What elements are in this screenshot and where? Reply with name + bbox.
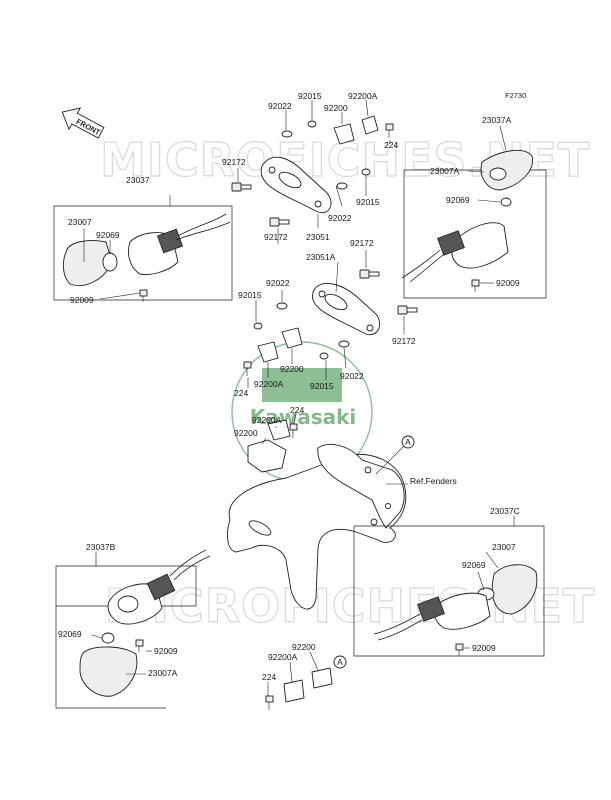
label-23007a-b: 23007A bbox=[148, 668, 178, 678]
label-92200-b: 92200 bbox=[280, 364, 304, 374]
label-23007-a: 23007 bbox=[68, 217, 92, 227]
clip-92200a-d bbox=[283, 679, 305, 703]
label-224-b: 224 bbox=[234, 388, 248, 398]
watermark-layer: MICROFICHES.NET MICROFICHES.NET bbox=[99, 132, 594, 633]
label-92172-b: 92172 bbox=[264, 232, 288, 242]
kawasaki-logo: Kawasaki bbox=[231, 341, 373, 483]
label-92022-a: 92022 bbox=[268, 101, 292, 111]
figure-code: F2730 bbox=[505, 91, 526, 100]
bolt-92172-a bbox=[231, 182, 252, 192]
screw-92009-b bbox=[471, 279, 480, 292]
nut-92015-b bbox=[361, 168, 371, 176]
screw-92009-c bbox=[455, 643, 464, 656]
washer-92022-c bbox=[276, 302, 288, 310]
clip-92200a-c bbox=[267, 419, 291, 441]
label-92200a-d: 92200A bbox=[268, 652, 298, 662]
lamp-23037c bbox=[373, 564, 538, 641]
label-92172-c: 92172 bbox=[350, 238, 374, 248]
clip-92200a-a bbox=[361, 115, 379, 135]
bracket-23051 bbox=[260, 156, 332, 214]
label-92172-a: 92172 bbox=[222, 157, 246, 167]
label-23051a: 23051A bbox=[306, 252, 336, 262]
label-23007a-a: 23007A bbox=[430, 166, 460, 176]
label-92200-c: 92200 bbox=[234, 428, 258, 438]
callout-a-top bbox=[401, 435, 415, 449]
label-92015-a: 92015 bbox=[298, 91, 322, 101]
washer-92022-d bbox=[338, 340, 350, 348]
label-92015-c: 92015 bbox=[238, 290, 262, 300]
label-92069-d: 92069 bbox=[58, 629, 82, 639]
box-23037b bbox=[55, 565, 197, 709]
screw-224-d bbox=[265, 695, 274, 710]
label-92200a-a: 92200A bbox=[348, 91, 378, 101]
label-92069-b: 92069 bbox=[446, 195, 470, 205]
label-23037c: 23037C bbox=[490, 506, 520, 516]
label-92069-c: 92069 bbox=[462, 560, 486, 570]
label-92022-b: 92022 bbox=[328, 213, 352, 223]
box-23037 bbox=[53, 205, 233, 301]
label-92022-c: 92022 bbox=[266, 278, 290, 288]
clip-92200a-b bbox=[257, 341, 279, 363]
washer-92022-b bbox=[336, 182, 348, 190]
clip-92200-c bbox=[247, 439, 287, 473]
nut-92015-d bbox=[319, 352, 329, 360]
label-224-a: 224 bbox=[384, 140, 398, 150]
label-92172-d: 92172 bbox=[392, 336, 416, 346]
label-92069-a: 92069 bbox=[96, 230, 120, 240]
leader-lines bbox=[83, 99, 515, 696]
nut-92015-c bbox=[253, 322, 263, 330]
callout-a-bottom bbox=[333, 655, 347, 669]
label-92200-d: 92200 bbox=[292, 642, 316, 652]
label-92009-d: 92009 bbox=[154, 646, 178, 656]
box-23037c bbox=[353, 525, 545, 657]
label-92009-c: 92009 bbox=[472, 643, 496, 653]
label-92009-b: 92009 bbox=[496, 278, 520, 288]
label-92200a-b: 92200A bbox=[254, 379, 284, 389]
screw-224-b bbox=[243, 361, 252, 376]
nut-92015-a bbox=[307, 120, 317, 128]
bolt-92172-d bbox=[397, 305, 418, 315]
label-92015-d: 92015 bbox=[310, 381, 334, 391]
bolt-92172-b bbox=[269, 217, 290, 227]
label-92015-b: 92015 bbox=[356, 197, 380, 207]
clip-92200-b bbox=[281, 327, 303, 349]
label-23037b: 23037B bbox=[86, 542, 116, 552]
lamp-23037a bbox=[401, 149, 534, 283]
label-92200a-c: 92200A bbox=[252, 415, 282, 425]
label-23037: 23037 bbox=[126, 175, 150, 185]
callout-a-bottom-text: A bbox=[337, 657, 343, 667]
screw-224-c bbox=[289, 423, 298, 438]
bracket-23051a bbox=[311, 283, 380, 336]
screw-92009-d bbox=[135, 639, 144, 652]
lamp-23037b bbox=[79, 549, 211, 697]
label-92022-d: 92022 bbox=[340, 371, 364, 381]
label-23051: 23051 bbox=[306, 232, 330, 242]
label-92200-a: 92200 bbox=[324, 103, 348, 113]
bolt-92172-c bbox=[359, 269, 380, 279]
ref-fenders-label: Ref.Fenders bbox=[410, 476, 457, 486]
rear-fender bbox=[227, 444, 407, 610]
label-224-d: 224 bbox=[262, 672, 276, 682]
logo-text: Kawasaki bbox=[250, 405, 357, 429]
label-92009-a: 92009 bbox=[70, 295, 94, 305]
clip-92200-a bbox=[333, 123, 355, 145]
clip-92200-d bbox=[311, 667, 333, 689]
lamp-23037 bbox=[62, 213, 231, 286]
part-labels: 92015 92200A 92022 92200 224 92172 23037… bbox=[58, 91, 520, 682]
front-arrow: FRONT bbox=[61, 107, 105, 139]
screw-224-a bbox=[385, 123, 394, 138]
label-23007-b: 23007 bbox=[492, 542, 516, 552]
callout-a-top-text: A bbox=[405, 437, 411, 447]
label-23037a: 23037A bbox=[482, 115, 512, 125]
label-224-c: 224 bbox=[290, 405, 304, 415]
washer-92022-a bbox=[281, 130, 293, 138]
